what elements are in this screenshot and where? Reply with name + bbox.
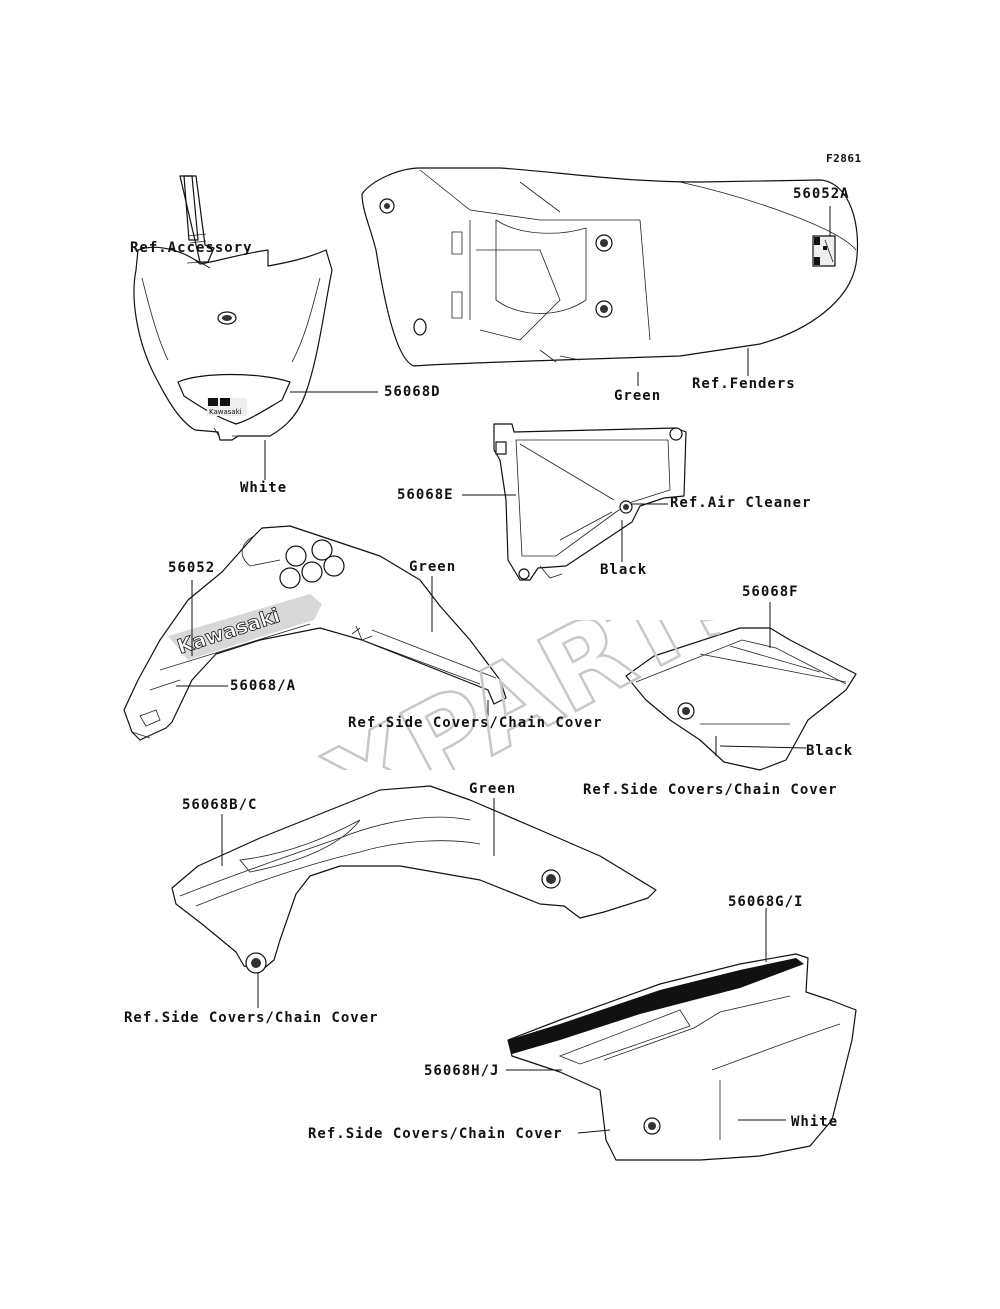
part-number-56052A[interactable]: 56052A [793, 186, 850, 202]
part-number-56068BC[interactable]: 56068B/C [182, 797, 258, 813]
part-number-56068A[interactable]: 56068/A [230, 678, 297, 694]
ref-side-covers-label-3[interactable]: Ref.Side Covers/Chain Cover [124, 1010, 379, 1026]
color-label-black-side: Black [806, 743, 854, 759]
part-number-56068HJ[interactable]: 56068H/J [424, 1063, 500, 1079]
ref-side-covers-label-2[interactable]: Ref.Side Covers/Chain Cover [583, 782, 838, 798]
ref-air-cleaner-label[interactable]: Ref.Air Cleaner [670, 495, 812, 511]
part-number-56068GI[interactable]: 56068G/I [728, 894, 804, 910]
part-number-56068F[interactable]: 56068F [742, 584, 799, 600]
color-label-green-lower: Green [469, 781, 517, 797]
part-number-56052[interactable]: 56052 [168, 560, 216, 576]
figure-code: F2861 [826, 152, 862, 165]
side-cover-56068BC [171, 785, 657, 974]
part-number-56068E[interactable]: 56068E [397, 487, 454, 503]
rear-fender [361, 167, 859, 367]
side-cover-56068GI-HJ: KX140 [507, 953, 857, 1161]
color-label-green-shroud: Green [409, 559, 457, 575]
color-label-green-fender: Green [614, 388, 662, 404]
color-label-white-top: White [240, 480, 288, 496]
xparts-watermark: XPARTS [305, 620, 720, 770]
ref-side-covers-label-4[interactable]: Ref.Side Covers/Chain Cover [308, 1126, 563, 1142]
leader-lines [176, 206, 831, 1134]
color-label-white-bottom: White [791, 1114, 839, 1130]
ref-side-covers-label-1[interactable]: Ref.Side Covers/Chain Cover [348, 715, 603, 731]
air-cleaner-cover [493, 423, 687, 581]
ref-fenders-label[interactable]: Ref.Fenders [692, 376, 796, 392]
side-cover-56068F [625, 627, 857, 771]
ref-accessory-label[interactable]: Ref.Accessory [130, 240, 253, 256]
svg-text:XPARTS: XPARTS [307, 620, 720, 770]
svg-text:Kawasaki: Kawasaki [209, 408, 242, 416]
number-plate: Kawasaki [133, 175, 333, 441]
part-number-56068D[interactable]: 56068D [384, 384, 441, 400]
color-label-black-air: Black [600, 562, 648, 578]
